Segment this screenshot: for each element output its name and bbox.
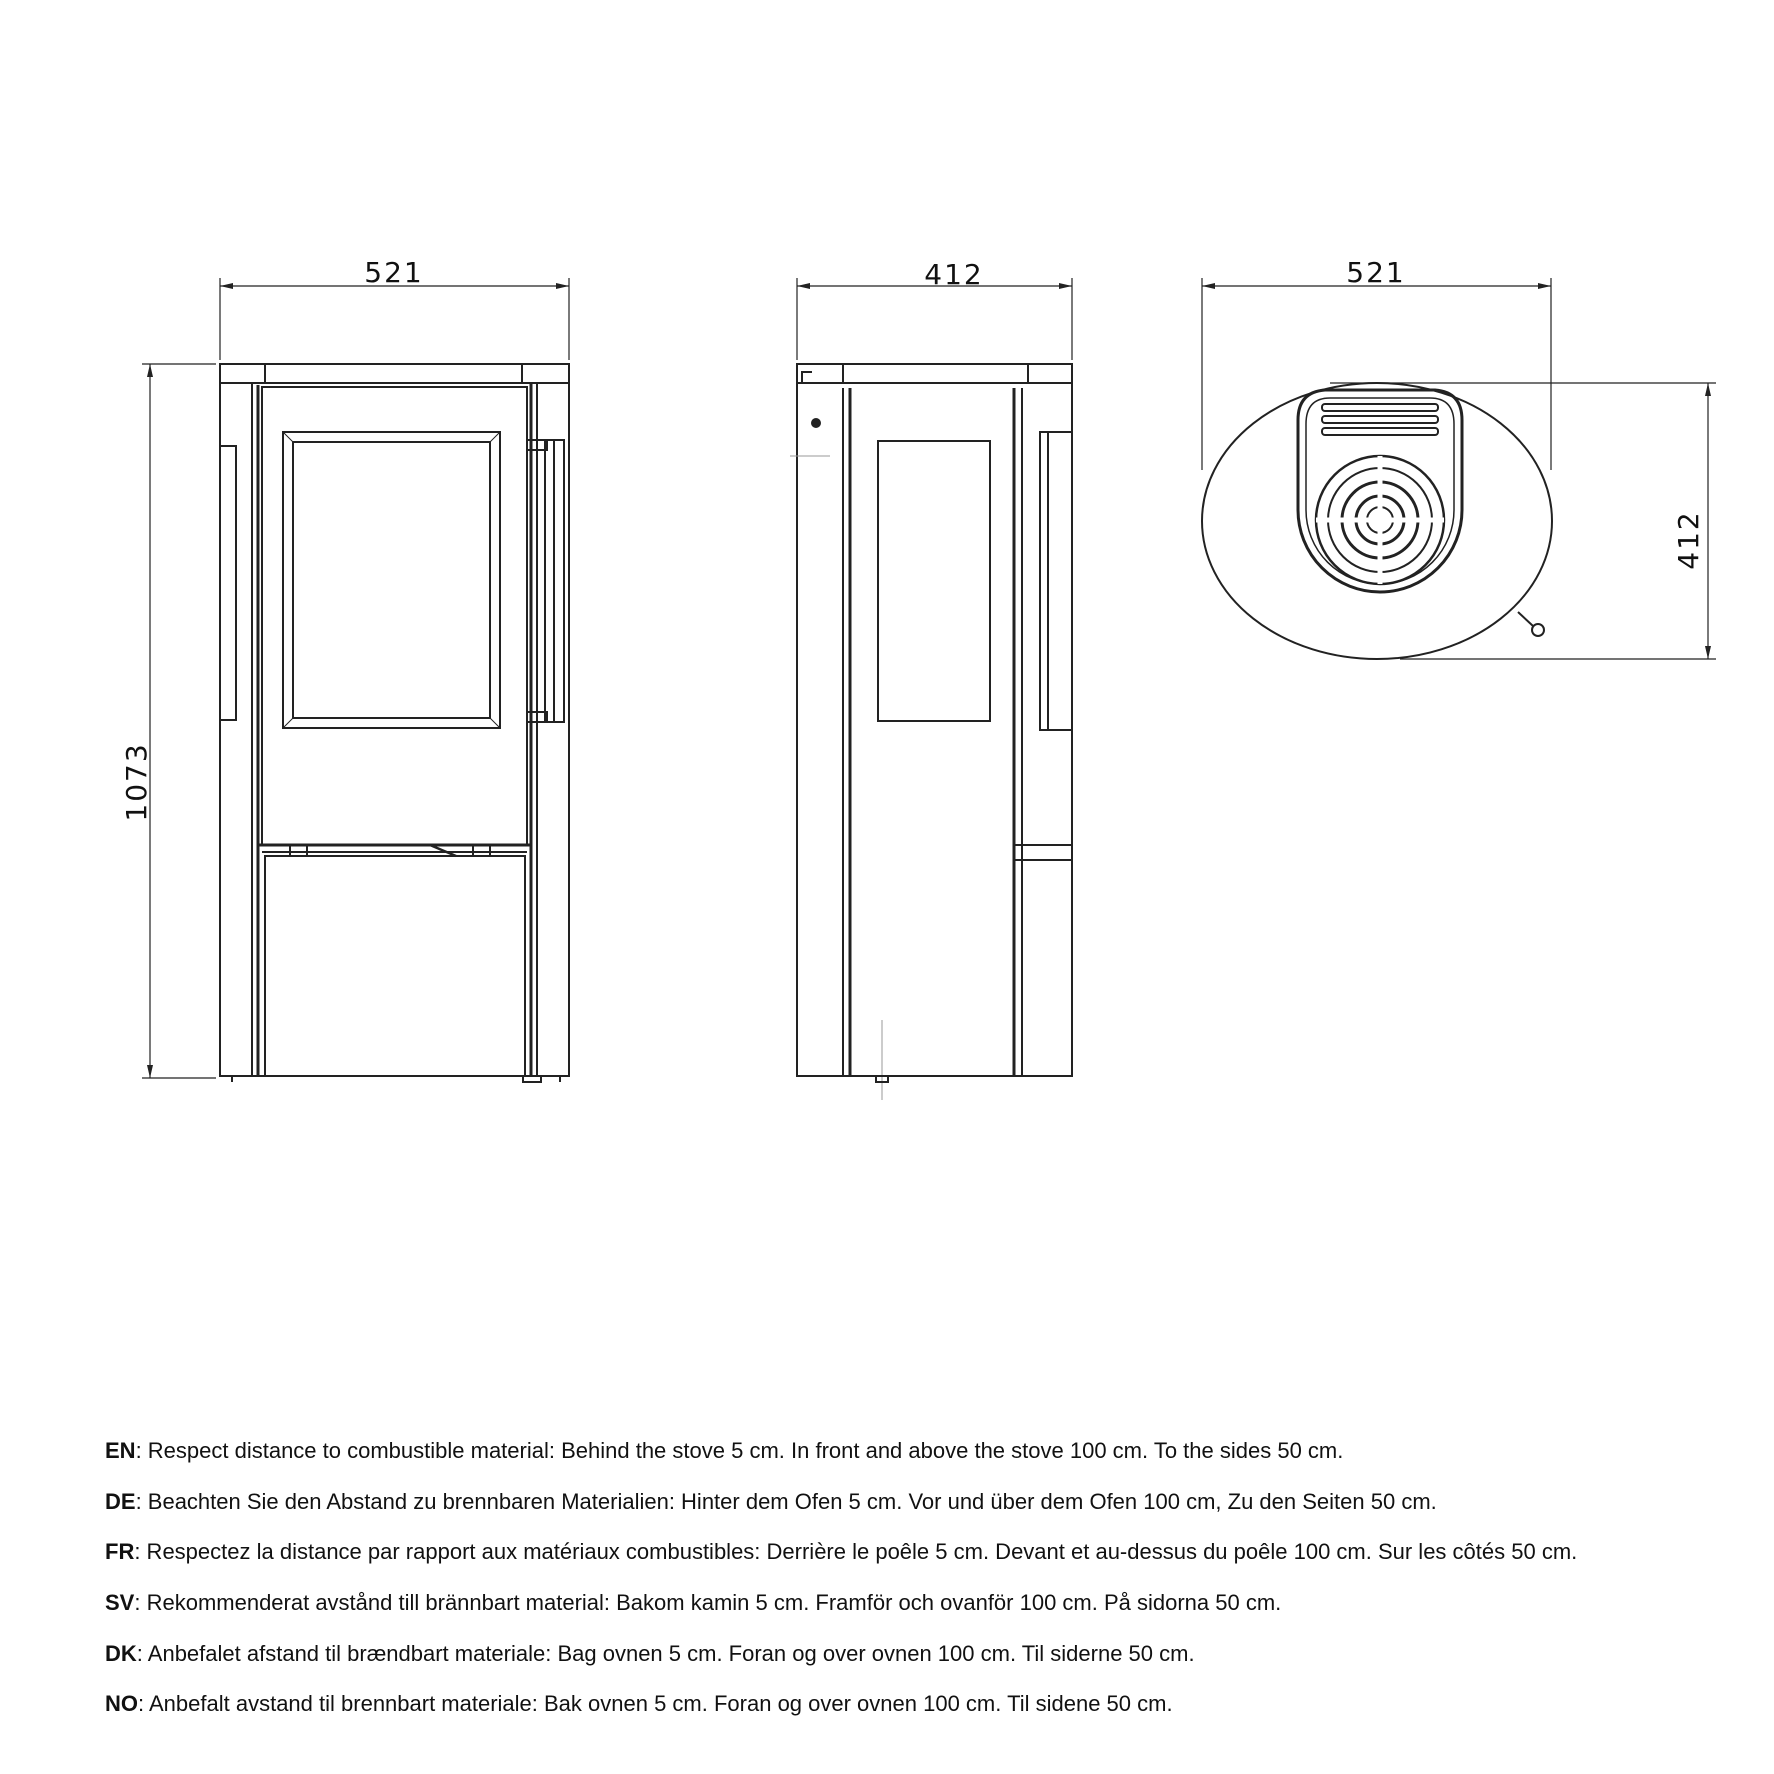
note-text: : Anbefalet afstand til brændbart materi…	[136, 1640, 1195, 1666]
note-fr: FR: Respectez la distance par rapport au…	[105, 1537, 1745, 1588]
side-depth-label: 412	[924, 258, 983, 291]
note-lang: DE	[105, 1488, 136, 1514]
clearance-notes: EN: Respect distance to combustible mate…	[105, 1436, 1745, 1740]
front-view: 521 1073	[120, 256, 570, 1083]
note-de: DE: Beachten Sie den Abstand zu brennbar…	[105, 1487, 1745, 1538]
note-lang: DK	[105, 1640, 137, 1666]
note-text: : Anbefalt avstand til brennbart materia…	[138, 1691, 1173, 1717]
note-en: EN: Respect distance to combustible mate…	[105, 1436, 1745, 1487]
front-width-label: 521	[364, 256, 423, 289]
note-sv: SV: Rekommenderat avstånd till brännbart…	[105, 1588, 1745, 1639]
note-no: NO: Anbefalt avstand til brennbart mater…	[105, 1689, 1745, 1740]
top-view: 521 412	[1201, 256, 1716, 660]
note-lang: FR	[105, 1539, 135, 1565]
note-lang: NO	[105, 1691, 138, 1717]
note-text: : Beachten Sie den Abstand zu brennbaren…	[135, 1488, 1437, 1514]
note-text: : Rekommenderat avstånd till brännbart m…	[134, 1590, 1282, 1616]
top-depth-label: 412	[1672, 510, 1705, 569]
note-text: : Respectez la distance par rapport aux …	[134, 1539, 1578, 1565]
side-view: 412	[790, 258, 1073, 1100]
note-lang: EN	[105, 1438, 136, 1463]
note-dk: DK: Anbefalet afstand til brændbart mate…	[105, 1639, 1745, 1690]
front-height-label: 1073	[120, 742, 153, 821]
note-lang: SV	[105, 1590, 135, 1616]
note-text: : Respect distance to combustible materi…	[135, 1438, 1344, 1463]
top-width-label: 521	[1346, 256, 1405, 289]
